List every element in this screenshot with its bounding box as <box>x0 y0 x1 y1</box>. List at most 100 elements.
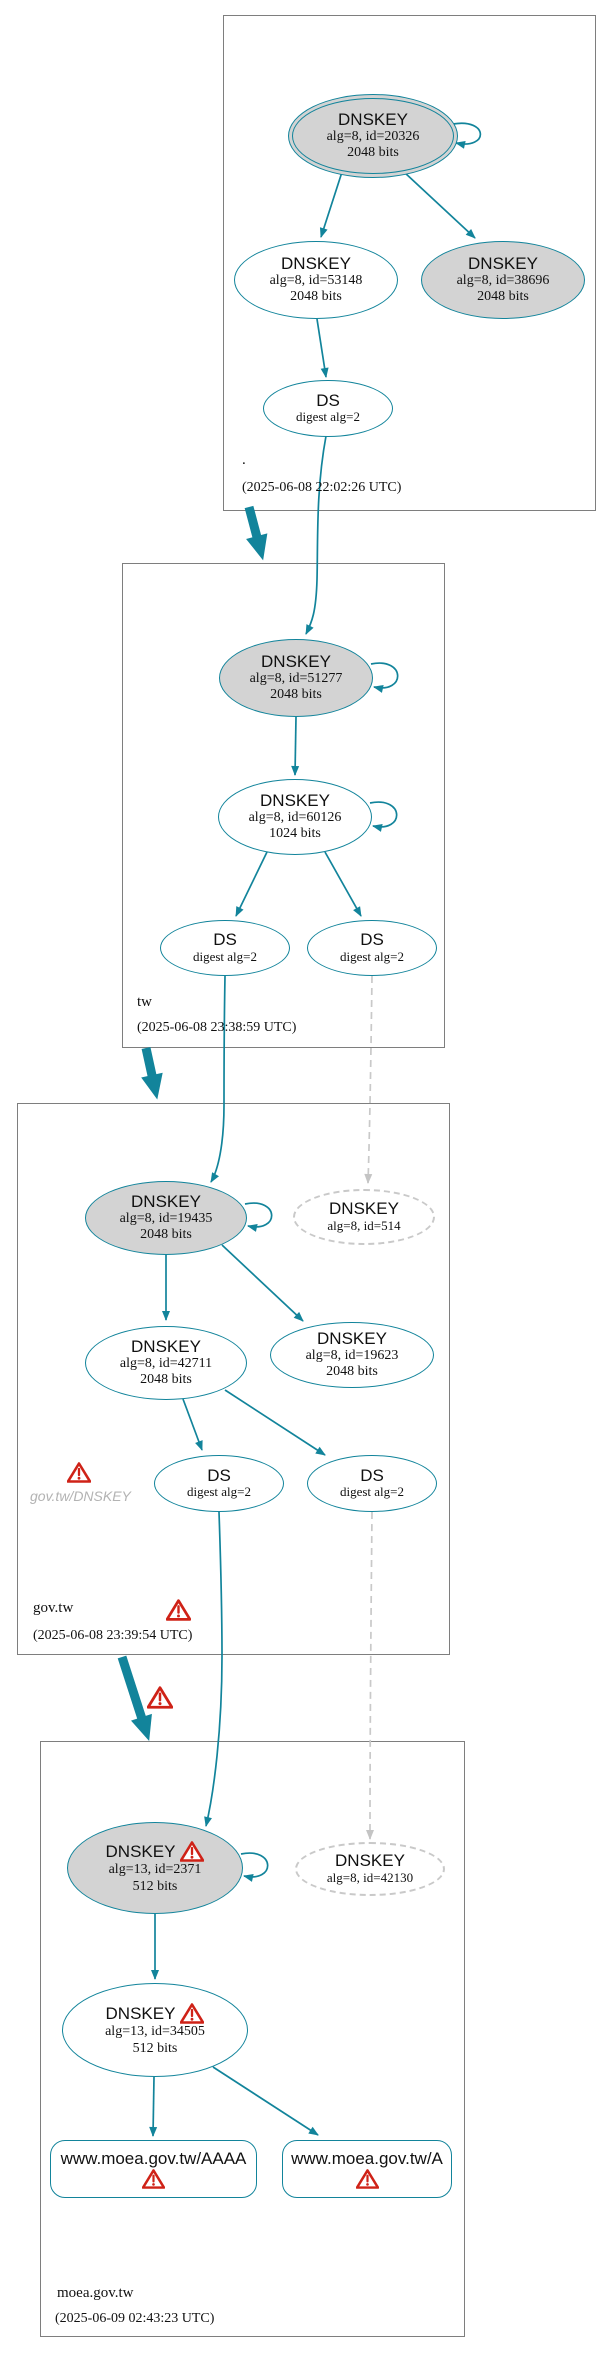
warning-icon <box>67 1462 91 1483</box>
edge-tw-ds2-to-ghost-514 <box>364 975 373 1184</box>
node-title: DNSKEY <box>261 651 331 671</box>
node-title: DNSKEY <box>335 1851 405 1871</box>
node-title: DNSKEY <box>338 109 408 129</box>
node-bits: 2048 bits <box>477 289 529 305</box>
node-title: DNSKEY <box>260 790 330 810</box>
edge-selfloop-51277 <box>370 662 399 693</box>
node-title: DS <box>207 1465 231 1485</box>
dnskey-node-38696[interactable]: DNSKEY alg=8, id=38696 2048 bits <box>421 241 585 319</box>
warning-icon <box>180 1841 204 1862</box>
node-detail: alg=8, id=20326 <box>326 129 420 145</box>
node-title: DNSKEY <box>106 1841 205 1862</box>
node-detail: digest alg=2 <box>339 1484 405 1500</box>
edge-34505-a <box>212 2066 319 2136</box>
edge-govtw-ds-to-moea-dnskey <box>204 1511 223 1827</box>
node-detail: digest alg=2 <box>186 1484 252 1500</box>
warning-icon <box>180 2003 204 2024</box>
ds-node-govtw-2[interactable]: DS digest alg=2 <box>307 1455 437 1512</box>
rrset-label: www.moea.gov.tw/A <box>291 2148 443 2168</box>
node-detail: alg=8, id=42711 <box>119 1356 213 1372</box>
edge-42711-ds1 <box>182 1398 203 1451</box>
edge-34505-aaaa <box>149 2076 158 2137</box>
edge-60126-ds2 <box>324 851 362 917</box>
node-detail: digest alg=2 <box>339 948 405 964</box>
node-detail: alg=8, id=19435 <box>119 1211 213 1227</box>
node-title: DS <box>360 930 384 950</box>
node-bits: 2048 bits <box>140 1227 192 1243</box>
node-detail: alg=8, id=42130 <box>326 1869 414 1885</box>
dnskey-node-20326[interactable]: DNSKEY alg=8, id=20326 2048 bits <box>288 94 458 178</box>
edge-govtw-ds2-to-ghost-42130 <box>366 1511 375 1840</box>
rrset-label: www.moea.gov.tw/AAAA <box>60 2148 247 2168</box>
ds-node-root[interactable]: DS digest alg=2 <box>263 380 393 437</box>
dnskey-node-19435[interactable]: DNSKEY alg=8, id=19435 2048 bits <box>85 1181 247 1255</box>
edge-51277-60126 <box>291 716 300 776</box>
node-title-text: DNSKEY <box>105 1841 176 1861</box>
ds-node-tw-2[interactable]: DS digest alg=2 <box>307 920 437 976</box>
edge-delegation-govtw-moea <box>117 1655 152 1742</box>
node-detail: alg=8, id=514 <box>327 1217 401 1233</box>
edge-19435-19623 <box>221 1244 304 1322</box>
node-bits: 2048 bits <box>140 1372 192 1388</box>
node-title: DNSKEY <box>131 1336 201 1356</box>
node-title: DNSKEY <box>281 253 351 273</box>
node-detail: alg=13, id=34505 <box>105 2024 205 2040</box>
node-title: DS <box>213 930 237 950</box>
dnskey-ghost-node-514[interactable]: DNSKEY alg=8, id=514 <box>293 1189 435 1245</box>
edge-delegation-root-tw <box>244 505 268 561</box>
edge-root-ds-to-tw-dnskey <box>305 435 327 635</box>
dnskey-ghost-node-42130[interactable]: DNSKEY alg=8, id=42130 <box>295 1842 445 1896</box>
dnskey-node-51277[interactable]: DNSKEY alg=8, id=51277 2048 bits <box>219 639 373 717</box>
zone-timestamp-tw: (2025-06-08 23:38:59 UTC) <box>137 1020 297 1035</box>
edge-selfloop-19435 <box>244 1202 273 1232</box>
node-title: DNSKEY <box>468 253 538 273</box>
warning-icon <box>147 1686 173 1709</box>
node-title: DNSKEY <box>106 2003 205 2024</box>
node-bits: 2048 bits <box>326 1364 378 1380</box>
node-detail: alg=8, id=19623 <box>305 1348 399 1364</box>
node-detail: alg=8, id=53148 <box>269 273 363 289</box>
zone-name-tw: tw <box>137 994 152 1010</box>
node-title: DS <box>360 1465 384 1485</box>
warning-icon <box>356 2169 379 2189</box>
node-title-text: DNSKEY <box>105 2003 176 2023</box>
zone-timestamp-root: (2025-06-08 22:02:26 UTC) <box>242 480 402 495</box>
node-bits: 2048 bits <box>347 145 399 161</box>
node-title: DS <box>316 390 340 410</box>
node-detail: alg=8, id=51277 <box>249 671 343 687</box>
warning-icon <box>166 1599 191 1621</box>
edge-tw-ds-to-govtw-dnskey <box>210 975 226 1183</box>
node-detail: digest alg=2 <box>192 948 258 964</box>
dnskey-node-42711[interactable]: DNSKEY alg=8, id=42711 2048 bits <box>85 1326 247 1400</box>
node-detail: alg=13, id=2371 <box>108 1862 202 1878</box>
node-detail: digest alg=2 <box>295 409 361 425</box>
rrset-node-www-aaaa[interactable]: www.moea.gov.tw/AAAA <box>50 2140 257 2198</box>
dnskey-node-2371[interactable]: DNSKEY alg=13, id=2371 512 bits <box>67 1822 243 1914</box>
ds-node-tw-1[interactable]: DS digest alg=2 <box>160 920 290 976</box>
warning-label-govtw-dnskey: gov.tw/DNSKEY <box>30 1488 131 1504</box>
node-bits: 512 bits <box>132 1878 178 1894</box>
dnskey-node-53148[interactable]: DNSKEY alg=8, id=53148 2048 bits <box>234 241 398 319</box>
node-detail: alg=8, id=38696 <box>456 273 550 289</box>
zone-name-moea: moea.gov.tw <box>57 2285 134 2301</box>
node-title: DNSKEY <box>131 1191 201 1211</box>
node-bits: 1024 bits <box>269 826 321 842</box>
edge-selfloop-20326 <box>452 122 482 149</box>
edge-selfloop-2371 <box>240 1852 269 1882</box>
dnskey-node-60126[interactable]: DNSKEY alg=8, id=60126 1024 bits <box>218 779 372 855</box>
node-title: DNSKEY <box>317 1328 387 1348</box>
edge-20326-38696 <box>403 171 476 239</box>
ds-node-govtw-1[interactable]: DS digest alg=2 <box>154 1455 284 1512</box>
edge-42711-ds2 <box>224 1389 326 1456</box>
edge-selfloop-60126 <box>369 801 398 832</box>
warning-icon <box>142 2169 165 2189</box>
rrset-node-www-a[interactable]: www.moea.gov.tw/A <box>282 2140 452 2198</box>
node-title: DNSKEY <box>329 1199 399 1219</box>
dnskey-node-34505[interactable]: DNSKEY alg=13, id=34505 512 bits <box>62 1983 248 2077</box>
dnskey-node-19623[interactable]: DNSKEY alg=8, id=19623 2048 bits <box>270 1322 434 1388</box>
zone-name-root: . <box>242 452 246 468</box>
edge-53148-ds <box>316 318 329 378</box>
node-detail: alg=8, id=60126 <box>248 810 342 826</box>
